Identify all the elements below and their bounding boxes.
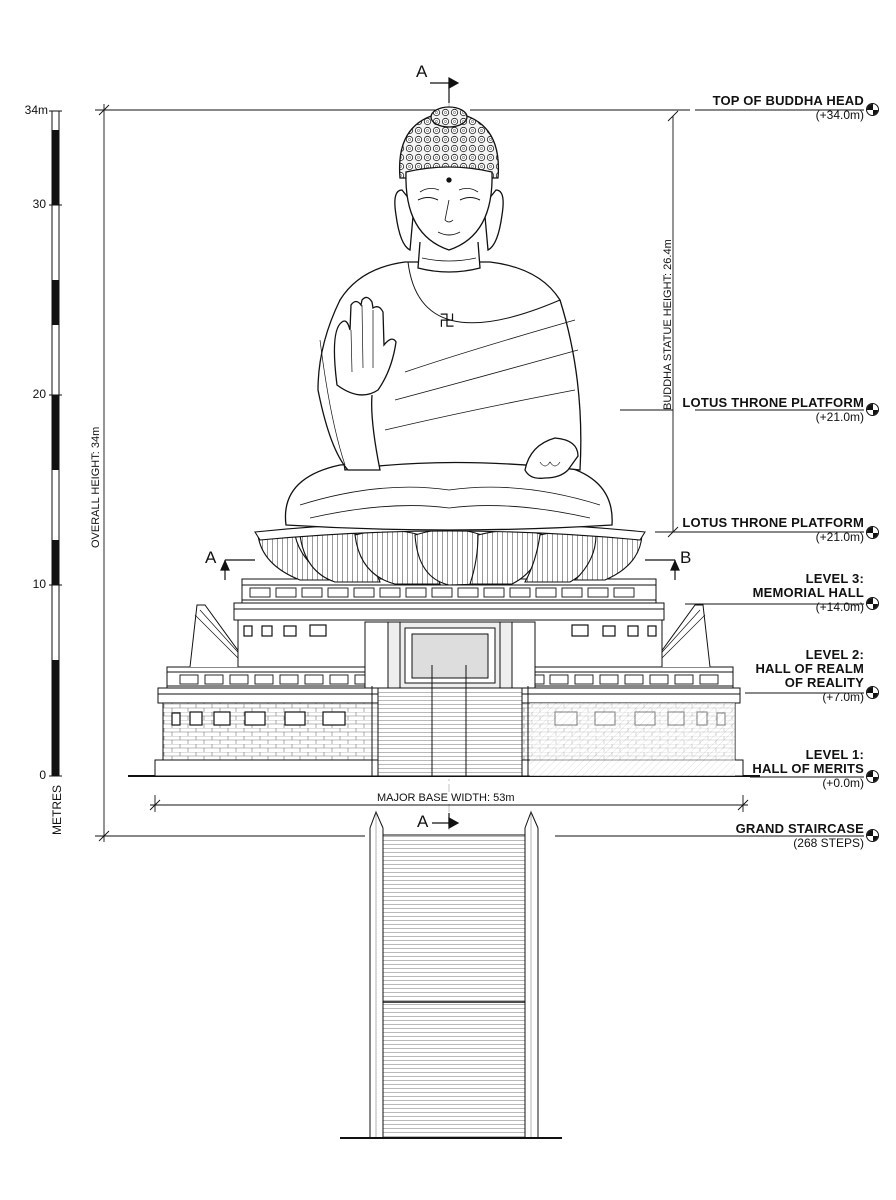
label-grand-staircase: GRAND STAIRCASE (268 STEPS) [735, 821, 864, 851]
scale-label-10: 10 [32, 577, 46, 591]
scale-unit-label: METRES [50, 784, 64, 835]
datum-symbol-icon [866, 597, 879, 610]
leader-lines [555, 109, 864, 837]
section-mark-a-bottom: A [417, 812, 429, 831]
base-central-stairs [371, 665, 529, 777]
datum-symbol-icon [866, 526, 879, 539]
label-level-1-hall-of-merits: LEVEL 1: HALL OF MERITS (+0.0m) [752, 747, 864, 791]
label-lotus-throne-platform-lower: LOTUS THRONE PLATFORM (+21.0m) [682, 515, 864, 545]
base-width-label: MAJOR BASE WIDTH: 53m [374, 792, 518, 804]
metre-scale-bar [49, 110, 62, 777]
scale-label-0: 0 [39, 768, 46, 782]
label-top-of-buddha-head: TOP OF BUDDHA HEAD (+34.0m) [712, 93, 864, 123]
scale-label-34m: 34m [24, 103, 48, 117]
datum-symbol-icon [866, 686, 879, 699]
section-cut-markers [220, 76, 680, 830]
datum-symbol-icon [866, 829, 879, 842]
scale-label-30: 30 [32, 197, 46, 211]
scale-label-20: 20 [32, 387, 46, 401]
level-3-memorial-hall [233, 578, 665, 621]
section-mark-a-top: A [416, 62, 428, 81]
label-level-2-hall-of-realm-of-reality: LEVEL 2: HALL OF REALM OF REALITY (+7.0m… [755, 647, 864, 705]
base-width-dimension [149, 795, 749, 812]
overall-height-label: OVERALL HEIGHT: 34m [90, 426, 102, 548]
datum-symbol-icon [866, 770, 879, 783]
statue-height-dimension [620, 110, 690, 538]
section-mark-b-right: B [680, 548, 692, 567]
label-lotus-throne-platform-upper: LOTUS THRONE PLATFORM (+21.0m) [682, 395, 864, 425]
label-level-3-memorial-hall: LEVEL 3: MEMORIAL HALL (+14.0m) [752, 571, 864, 615]
datum-symbol-icon [866, 403, 879, 416]
statue-height-label: BUDDHA STATUE HEIGHT: 26.4m [662, 239, 674, 410]
level-2-hall-of-realm-of-reality [166, 604, 734, 689]
chest-manji-glyph: 卍 [439, 311, 456, 330]
buddha-figure [284, 106, 613, 531]
section-mark-a-left: A [205, 548, 217, 567]
datum-symbol-icon [866, 103, 879, 116]
